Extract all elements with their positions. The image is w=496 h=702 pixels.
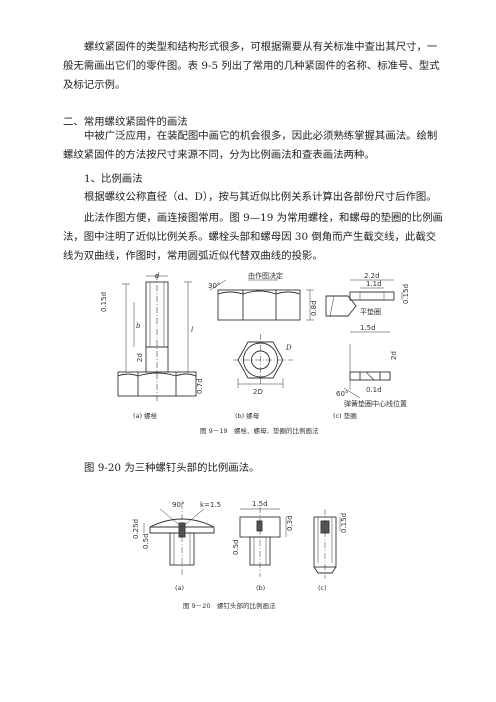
fig19-sub-b: (b) 螺母 (235, 412, 260, 420)
label-2d: 2d (136, 353, 144, 362)
fig20-sub-a: (a) (175, 584, 185, 592)
label-d: d (155, 272, 160, 280)
label-D: D (285, 344, 292, 352)
label-22d: 2.2d (364, 272, 380, 280)
label-30: 30° (208, 282, 220, 290)
paragraph-fig20: 图 9-20 为三种螺钉头部的比例画法。 (84, 462, 260, 474)
label-k: k=1.5 (200, 501, 221, 509)
fig19-caption: 图 9－19 螺栓、螺母、垫圈的比例画法 (200, 427, 319, 435)
fig19-sub-c: (c) 垫圈 (333, 412, 357, 420)
label-2d-washer: 2d (390, 351, 398, 360)
label-015d: 0.15d (100, 292, 108, 312)
label-08d: 0.8d (310, 300, 318, 316)
paragraph-usage: 中被广泛应用，在装配图中画它的机会很多，因此必须熟练掌握其画法。绘制螺纹紧固件的… (63, 130, 438, 161)
fig20-sub-b: (b) (256, 584, 266, 592)
nut-top-drawing (233, 334, 293, 388)
figure-9-19: d 0.15d l b 2d 0.7d 30° 由作图决定 0.8d D 2D … (100, 272, 410, 408)
label-015d: 0.15d (340, 513, 348, 533)
section-heading: 二、常用螺纹紧固件的画法 (63, 116, 188, 128)
fig19-sub-a: (a) 螺栓 (133, 412, 158, 420)
label-arc: 由作图决定 (248, 272, 283, 280)
label-2D: 2D (253, 388, 263, 396)
screw-head-a (143, 503, 215, 577)
label-05d: 0.5d (232, 539, 240, 555)
fig20-sub-c: (c) (318, 584, 327, 592)
label-15d: 1.5d (252, 500, 268, 508)
paragraph-intro: 螺纹紧固件的类型和结构形式很多，可根据需要从有关标准中查出其尺寸，一般无需画出它… (63, 41, 440, 91)
label-60: 60° (336, 390, 348, 398)
label-pingdian: 平垫圈 (360, 307, 381, 316)
paragraph-method: 此法作图方便，画连接图常用。图 9—19 为常用螺栓，和螺母的垫圈的比例画法，图… (63, 212, 443, 262)
label-90: 90° (172, 501, 184, 509)
bolt-drawing (117, 274, 197, 402)
washer-drawing (343, 279, 403, 399)
label-01d: 0.1d (366, 386, 382, 394)
label-l: l (191, 326, 193, 334)
label-05d-b: 0.5d (142, 533, 150, 549)
label-spring: 弹簧垫圈中心线位置 (344, 399, 407, 408)
subsection-heading: 1、比例画法 (84, 173, 143, 185)
screw-head-b (239, 507, 287, 577)
label-03d: 0.3d (286, 515, 294, 531)
label-025d: 0.25d (132, 519, 140, 539)
label-015d-washer: 0.15d (402, 284, 410, 304)
label-11d: 1.1d (366, 280, 382, 288)
screw-head-c (313, 509, 341, 579)
nut-side-drawing (209, 279, 357, 321)
figure-9-20: 90° k=1.5 0.25d 1.5d 0.3d 0.5d 0.15d 0.5… (132, 500, 348, 579)
label-07d: 0.7d (196, 378, 204, 394)
paragraph-ratio: 根据螺纹公称直径（d、D），按与其近似比例关系计算出各部份尺寸后作图。 (84, 191, 437, 203)
fig20-caption: 图 9－20 螺钉头部的比例画法 (183, 602, 276, 610)
label-b: b (136, 322, 141, 330)
label-15d: 1.5d (360, 324, 376, 332)
